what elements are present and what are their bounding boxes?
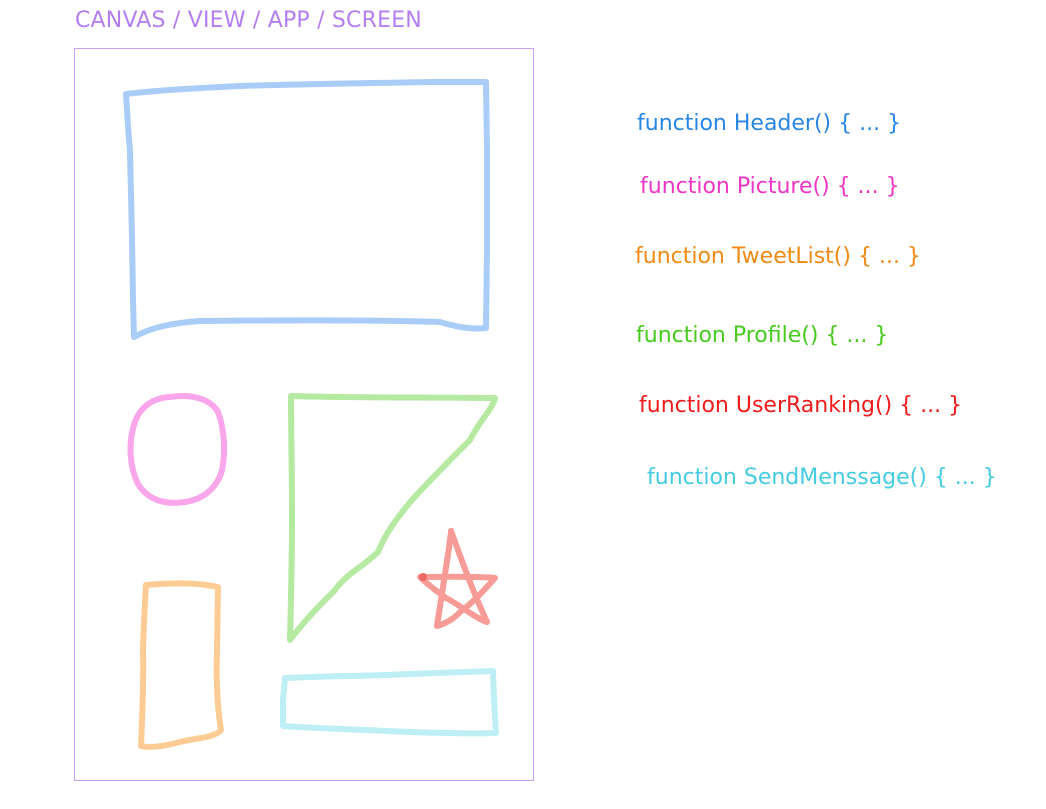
function-tweetlist-label: function TweetList() { ... } <box>635 244 921 269</box>
canvas-frame <box>74 48 534 781</box>
function-header-label: function Header() { ... } <box>637 111 902 136</box>
function-userranking-label: function UserRanking() { ... } <box>639 393 963 418</box>
star-start-dot <box>419 573 427 581</box>
function-picture-label: function Picture() { ... } <box>640 174 900 199</box>
canvas-title: CANVAS / VIEW / APP / SCREEN <box>75 8 422 33</box>
function-profile-label: function Profile() { ... } <box>636 323 889 348</box>
function-sendmessage-label: function SendMenssage() { ... } <box>647 465 997 490</box>
sendmessage-sketch <box>280 668 499 737</box>
userranking-sketch <box>417 527 498 629</box>
picture-sketch <box>127 393 228 506</box>
tweetlist-sketch <box>138 580 224 750</box>
header-sketch <box>123 79 490 340</box>
profile-sketch <box>287 393 498 643</box>
